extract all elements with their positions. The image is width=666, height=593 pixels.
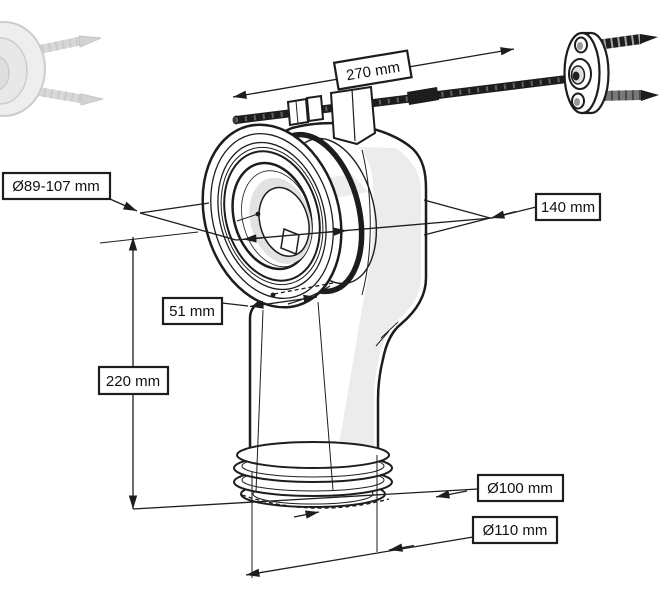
wall-flange-photo xyxy=(0,21,104,117)
dim-100: Ø100 mm xyxy=(132,473,565,519)
dim-label-89-107: Ø89-107 mm xyxy=(12,178,100,195)
dim-label-100: Ø100 mm xyxy=(487,480,553,497)
center-mark xyxy=(255,211,261,217)
outlet-seal-rings xyxy=(233,441,393,509)
dim-140: 140 mm xyxy=(423,192,602,236)
wall-fixing-flange xyxy=(563,31,659,115)
measuring-plane xyxy=(139,202,493,243)
dim-89-107: Ø89-107 mm xyxy=(1,171,138,212)
projection-lines xyxy=(251,301,378,578)
inlet-socket xyxy=(201,123,343,309)
threaded-fixing-rod xyxy=(232,74,576,125)
hidden-seal-circle xyxy=(241,494,390,509)
dim-label-140: 140 mm xyxy=(541,199,595,216)
dim-110: Ø110 mm xyxy=(245,515,559,577)
dim-220: 220 mm xyxy=(97,231,199,509)
dim-label-51: 51 mm xyxy=(169,303,215,320)
dim-label-220: 220 mm xyxy=(106,373,160,390)
wall-screw-top xyxy=(596,34,658,50)
dim-51: 51 mm xyxy=(161,282,334,326)
dim-270: 270 mm xyxy=(232,47,515,99)
dim-label-110: Ø110 mm xyxy=(483,522,548,539)
clamp-nut xyxy=(407,87,439,105)
rod-clamp-bracket xyxy=(286,85,439,146)
